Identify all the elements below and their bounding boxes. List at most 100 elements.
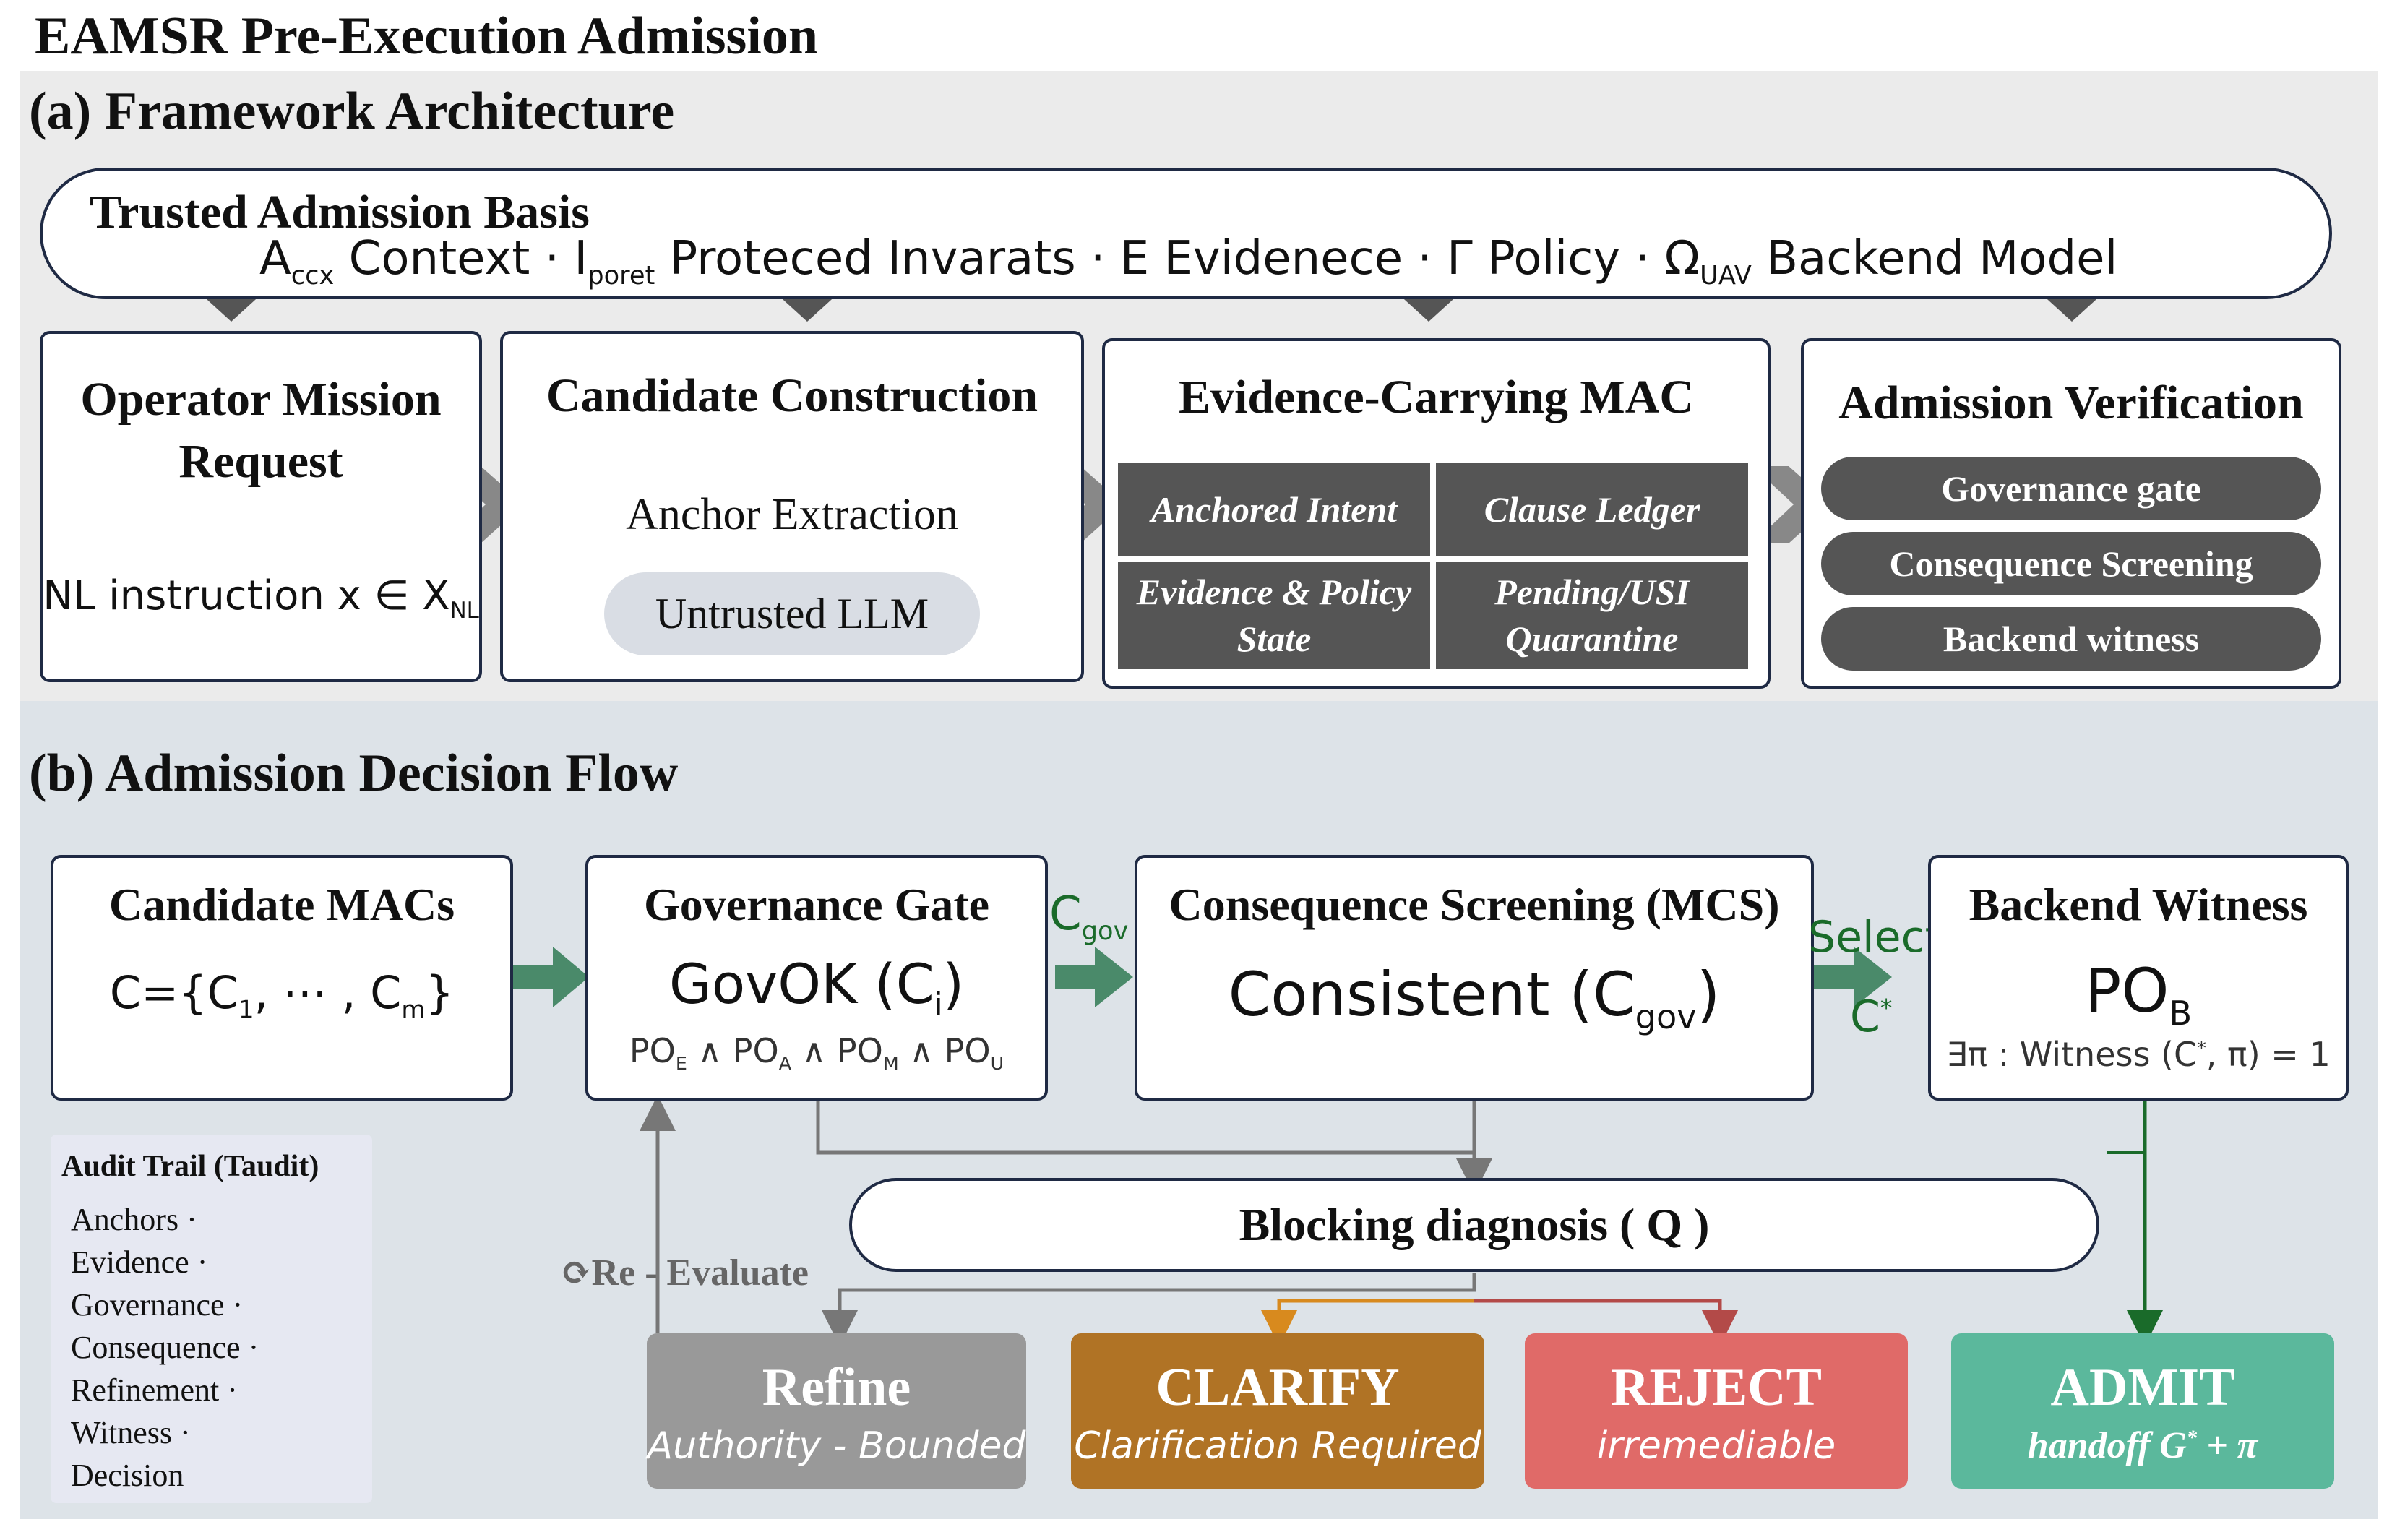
basis-g-symbol: Γ [1447,232,1473,285]
po-sub-m: M [882,1053,899,1075]
mac-cell-pending-quarantine: Pending/USI Quarantine [1436,562,1748,669]
backend-witness: Backend Witness POB ∃π : Witness (C*, π)… [1928,855,2349,1101]
admit-sub-start: handoff G [2027,1425,2187,1466]
basis-sep: · [1635,232,1650,285]
reevaluate-label: ⟳Re - Evaluate [560,1252,809,1294]
c-gov-label: Cgov [1049,887,1128,946]
basis-o-text: Backend Model [1766,232,2118,285]
page-title: EAMSR Pre-Execution Admission [35,7,819,66]
trusted-admission-basis: Trusted Admission Basis Accx Context · I… [40,168,2332,299]
blocking-to-clarify-arrow [1261,1299,1474,1346]
basis-title: Trusted Admission Basis [90,186,590,238]
select-label: Select [1808,912,1943,963]
audit-item: Consequence · [71,1330,259,1365]
gov-to-blocking-line [816,1100,1474,1155]
po-label: PO [732,1031,779,1070]
governance-gate-title: Governance Gate [643,879,990,930]
basis-e-symbol: E [1119,232,1150,285]
audit-item: Governance · [71,1287,244,1322]
anchor-extraction: Anchor Extraction [626,490,958,539]
candidate-macs-title: Candidate MACs [108,879,455,930]
formula-end: } [425,966,455,1019]
c-gov-sub: gov [1081,916,1129,946]
consequence-title: Consequence Screening (MCS) [1169,879,1780,930]
mac-cell-clause-ledger: Clause Ledger [1436,463,1748,556]
audit-trail: Audit Trail (Taudit) Anchors · Evidence … [51,1135,372,1503]
audit-item: Refinement · [71,1372,238,1408]
admit-sub-end: + π [2197,1425,2258,1466]
basis-g-text: Policy [1487,232,1621,285]
po-sub-e: E [675,1053,687,1075]
basis-a-text: Context [348,232,530,285]
reject-subtitle: irremediable [1596,1424,1836,1468]
basis-i-text: Proteced Invarats [669,232,1076,285]
admission-verification: Admission Verification Governance gate C… [1801,338,2341,689]
panel-a-label: (a) Framework Architecture [29,82,675,141]
basis-i-symbol: I [574,232,588,285]
operator-mission-request: Operator Mission Request NL instruction … [40,331,482,682]
outcome-refine: Refine Authority - Bounded [647,1333,1026,1489]
refine-subtitle: Authority - Bounded [647,1424,1026,1468]
formula-sub-1: 1 [238,995,254,1025]
and-symbol: ∧ [909,1031,934,1070]
mac-cell-anchored-intent: Anchored Intent [1118,463,1430,556]
formula-mid: , ⋯ , C [254,966,402,1019]
candidate-set-formula: C={C1, ⋯ , Cm} [53,966,510,1024]
nl-instruction-sub: NL [449,598,479,624]
verification-backend-witness: Backend witness [1821,607,2321,671]
basis-o-sub: UAV [1700,260,1752,291]
green-arrow-icon [1814,947,1892,1007]
admit-title: ADMIT [2050,1358,2235,1417]
witness-formula: ∃π : Witness (C*, π) = 1 [1931,1035,2346,1074]
nl-instruction-text: NL instruction x ∈ X [43,572,450,619]
basis-a-symbol: A [259,232,291,285]
reject-title: REJECT [1611,1358,1822,1417]
audit-list: Anchors · Evidence · Governance · Conseq… [71,1198,259,1497]
operator-title: Operator Mission Request [80,373,442,488]
audit-item: Evidence · [71,1244,208,1280]
admit-subtitle: handoff G* + π [1951,1424,2334,1467]
candidate-construction: Candidate Construction Anchor Extraction… [500,331,1084,682]
nl-instruction: NL instruction x ∈ XNL [43,572,479,624]
govok-formula: GovOK (Ci) [588,952,1045,1022]
c-star-label: C* [1850,991,1892,1042]
po-sub-a: A [778,1053,791,1075]
audit-item: Decision [71,1458,184,1493]
po-sub-u: U [990,1053,1004,1075]
formula-sub-m: m [401,995,426,1025]
audit-item: Witness · [71,1415,191,1450]
panel-b-label: (b) Admission Decision Flow [29,744,679,803]
admit-sub-sup: * [2186,1427,2198,1450]
po-b-text: PO [2084,955,2169,1026]
basis-o-symbol: Ω [1664,232,1700,285]
green-arrow-icon [513,947,589,1007]
green-arrow-icon [1055,947,1133,1007]
clarify-title: CLARIFY [1156,1358,1400,1417]
consequence-screening: Consequence Screening (MCS) Consistent (… [1135,855,1814,1101]
witness-start: ∃π : Witness (C [1946,1035,2198,1074]
po-label: PO [944,1031,991,1070]
blocking-to-reject-arrow [1474,1299,1738,1346]
candidate-title: Candidate Construction [546,369,1038,422]
clarify-subtitle: Clarification Required [1074,1424,1481,1468]
and-symbol: ∧ [801,1031,827,1070]
consistent-end: ) [1696,959,1721,1030]
verification-governance-gate: Governance gate [1821,457,2321,520]
mac-cell-evidence-policy: Evidence & Policy State [1118,562,1430,669]
basis-sep: · [1090,232,1106,285]
refine-title: Refine [762,1358,911,1417]
outcome-reject: REJECT irremediable [1525,1333,1908,1489]
basis-i-sub: poret [588,260,655,291]
governance-gate: Governance Gate GovOK (Ci) POE ∧ POA ∧ P… [585,855,1048,1101]
basis-e-text: Evidenece [1163,232,1403,285]
po-label: PO [836,1031,883,1070]
govok-start: GovOK (C [668,952,934,1016]
c-star-text: C [1850,991,1880,1042]
verification-consequence-screening: Consequence Screening [1821,532,2321,595]
consistent-start: Consistent (C [1228,959,1635,1030]
consistent-sub: gov [1635,997,1697,1036]
po-label: PO [629,1031,676,1070]
mac-title: Evidence-Carrying MAC [1178,371,1695,423]
evidence-carrying-mac: Evidence-Carrying MAC Anchored Intent Cl… [1102,338,1771,689]
verification-title: Admission Verification [1838,377,2304,429]
